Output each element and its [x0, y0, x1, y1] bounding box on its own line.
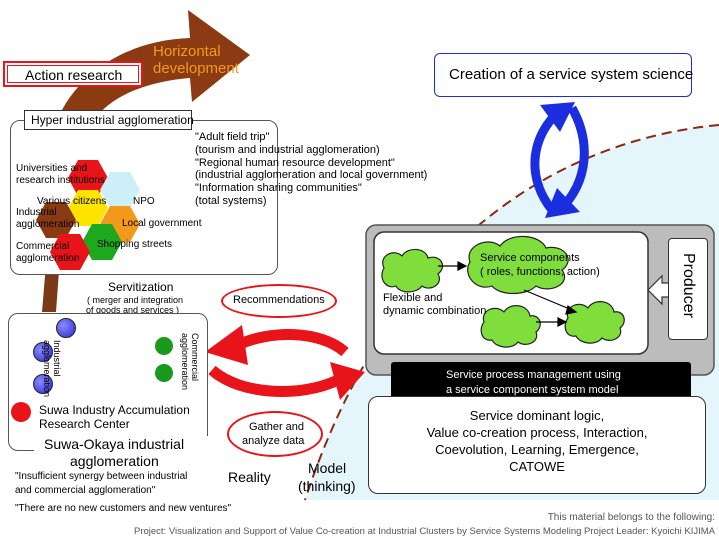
- service-components-1: Service components: [480, 252, 580, 264]
- hex-shopping: [82, 224, 122, 260]
- hyper-title-box: Hyper industrial agglomeration: [24, 110, 194, 130]
- industrial-node: [33, 342, 53, 362]
- commercial-vertical-label: Commercial agglomeration: [180, 333, 200, 391]
- cloud-arrows: [438, 261, 578, 327]
- label-citizens: Various citizens: [37, 196, 107, 207]
- label-industrial-1: Industrial: [16, 207, 57, 218]
- servitization-sub-1: ( merger and integration: [87, 295, 184, 305]
- issue-line: and commercial agglomeration": [15, 485, 156, 496]
- service-clouds: [381, 235, 625, 348]
- center-label-2: Research Center: [39, 417, 130, 431]
- service-components-2: ( roles, functions, action): [480, 266, 600, 278]
- industrial-vertical-label: Industrial agglomeration: [42, 340, 62, 398]
- action-research-label: Action research: [25, 67, 123, 83]
- center-label-1: Suwa Industry Accumulation: [39, 403, 190, 417]
- reality-label: Reality: [228, 469, 271, 485]
- quote-line: (tourism and industrial agglomeration): [195, 143, 380, 156]
- quote-line: "Regional human resource development": [195, 156, 395, 169]
- red-arrows: [205, 325, 365, 400]
- creation-box: Creation of a service system science: [434, 53, 694, 97]
- blue-cycle-arrows: [530, 102, 589, 218]
- recommendations-label: Recommendations: [233, 294, 325, 306]
- research-center-node: [11, 402, 31, 422]
- hex-citizens: [68, 190, 108, 226]
- suwa-title-1: Suwa-Okaya industrial: [44, 436, 185, 452]
- producer-box: Producer: [668, 238, 708, 340]
- hyper-title: Hyper industrial agglomeration: [31, 113, 194, 127]
- sdl-line: CATOWE: [509, 459, 565, 474]
- gather-oval: Gather and analyze data: [227, 411, 323, 457]
- creation-title: Creation of a service system science: [449, 66, 694, 83]
- sdl-line: Coevolution, Learning, Emergence,: [435, 442, 639, 457]
- quote-line: (industrial agglomeration and local gove…: [195, 169, 428, 182]
- gather-label-2: analyze data: [242, 435, 305, 447]
- recommendations-oval: Recommendations: [221, 284, 337, 318]
- servitization-title: Servitization: [108, 280, 174, 294]
- servitization-sub-2: of goods and services ): [86, 305, 180, 315]
- suwa-title-2: agglomeration: [70, 453, 159, 469]
- process-line-2: a service component system model: [446, 384, 619, 396]
- hex-commercial: [50, 234, 90, 270]
- horizontal-label-1: Horizontal: [153, 43, 221, 60]
- hexagon-cluster: [36, 160, 140, 270]
- label-local-gov: Local government: [122, 218, 202, 229]
- label-commercial-1: Commercial: [16, 241, 70, 252]
- action-research-box: Action research: [3, 61, 143, 87]
- hyper-quotes: "Adult field trip" (tourism and industri…: [195, 131, 427, 208]
- footer-line-1: This material belongs to the following:: [547, 512, 715, 523]
- horizontal-label-2: development: [153, 60, 239, 77]
- suwa-issues: "Insufficient synergy between industrial…: [15, 470, 231, 516]
- industrial-node: [33, 374, 53, 394]
- commercial-node: [155, 364, 173, 382]
- sdl-line: Service dominant logic,: [469, 408, 605, 423]
- quote-line: "Information sharing communities": [195, 182, 362, 195]
- footer-line-2: Project: Visualization and Support of Va…: [133, 526, 715, 537]
- producer-label: Producer: [680, 253, 697, 318]
- horizontal-development-arrow: [58, 10, 250, 118]
- sdl-line: Value co-creation process, Interaction,: [426, 425, 648, 440]
- label-industrial-2: agglomeration: [16, 219, 80, 230]
- industrial-node: [56, 318, 76, 338]
- gather-label-1: Gather and: [249, 421, 305, 433]
- flexible-2: dynamic combination: [383, 305, 487, 317]
- quote-line: "Adult field trip": [195, 131, 270, 143]
- model-label-2: (thinking): [298, 478, 356, 494]
- flexible-1: Flexible and: [383, 292, 443, 304]
- label-npo: NPO: [133, 196, 155, 207]
- model-label-1: Model: [308, 460, 347, 476]
- label-universities-2: research institutions: [16, 175, 105, 186]
- hex-npo: [100, 172, 140, 208]
- label-universities-1: Universities and: [16, 163, 88, 174]
- issue-line: "There are no new customers and new vent…: [15, 503, 232, 514]
- issue-line: "Insufficient synergy between industrial: [15, 471, 188, 482]
- hex-industrial: [36, 202, 76, 238]
- hex-universities: [68, 160, 108, 196]
- model-region-border: [304, 124, 719, 501]
- process-line-1: Service process management using: [446, 369, 621, 381]
- label-commercial-2: agglomeration: [16, 253, 80, 264]
- label-shopping: Shopping streets: [97, 239, 173, 250]
- suwa-title-box: [34, 436, 212, 470]
- quote-line: (total systems): [195, 194, 267, 207]
- commercial-node: [155, 337, 173, 355]
- sdl-box: Service dominant logic, Value co-creatio…: [368, 396, 706, 494]
